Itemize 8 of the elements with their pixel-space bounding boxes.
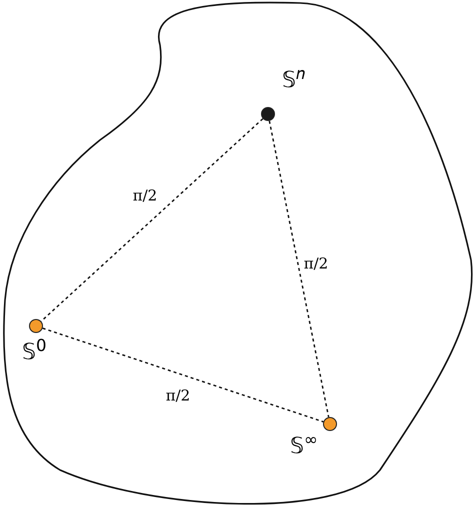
point-label: 𝕊$^{𝑛}$	[282, 70, 305, 92]
edge-label: π/2	[164, 388, 192, 404]
dashed-line	[268, 120, 330, 418]
dashed-line	[42, 328, 324, 422]
edge-label: π/2	[302, 256, 330, 272]
dashed-line	[40, 118, 264, 322]
edge-label: π/2	[132, 188, 158, 204]
point-label: 𝕊$^{∞}$	[290, 436, 318, 458]
